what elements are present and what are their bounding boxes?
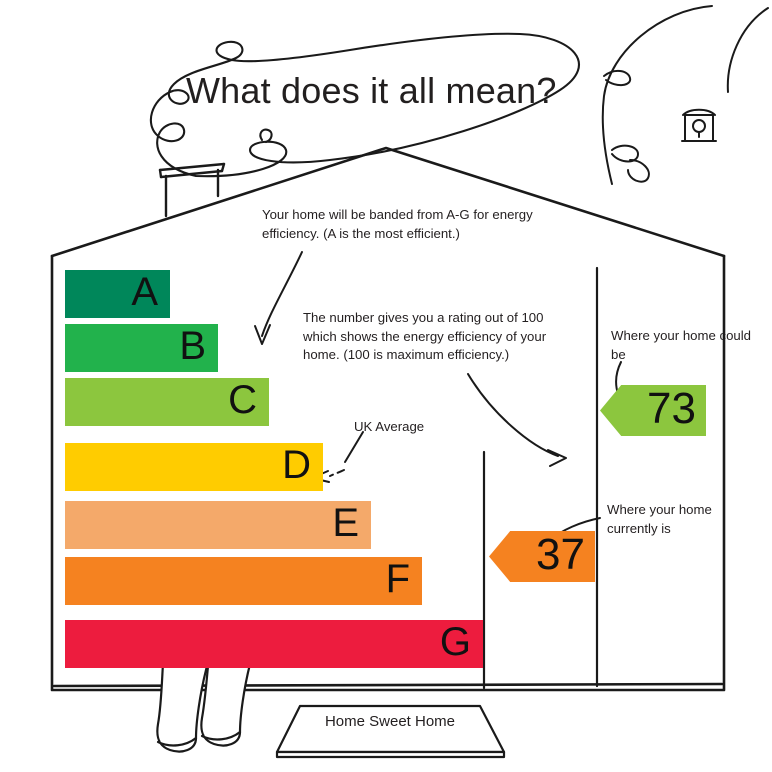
annotation-uk-average: UK Average <box>354 419 425 434</box>
smoke-swirl-icon <box>149 32 580 178</box>
vine-branch-decoration <box>601 5 769 185</box>
annotation-currently-is: Where your home currently is <box>607 502 712 536</box>
energy-band-bar: E <box>65 501 371 549</box>
lantern-icon <box>681 108 717 142</box>
annotation-rating-number: The number gives you a rating out of 100… <box>303 310 547 363</box>
energy-band-letter: D <box>282 443 311 487</box>
energy-band-bar: B <box>65 324 218 372</box>
energy-band-bar: C <box>65 378 269 426</box>
energy-band-bar: D <box>65 443 323 491</box>
annotation-could-be: Where your home could be <box>611 328 752 362</box>
energy-band-bar: A <box>65 270 170 318</box>
energy-band-bar: G <box>65 620 483 668</box>
energy-band-bar: F <box>65 557 422 605</box>
rating-arrow-shape <box>489 531 595 582</box>
doormat-icon <box>275 704 506 759</box>
rating-marker-potential: 73 <box>600 385 706 436</box>
rating-marker-current: 37 <box>489 531 595 582</box>
energy-band-letter: E <box>332 501 359 545</box>
energy-band-letter: G <box>439 620 471 664</box>
rating-value: 73 <box>647 383 696 433</box>
rating-value: 37 <box>536 529 585 579</box>
rating-arrow-shape <box>600 385 706 436</box>
roof-outline <box>50 146 726 258</box>
chart-divider-lines <box>482 266 599 690</box>
doormat-label: Home Sweet Home <box>324 713 456 730</box>
page-title: What does it all mean? <box>186 70 557 111</box>
annotation-banding: Your home will be banded from A-G for en… <box>262 207 533 241</box>
energy-band-letter: B <box>179 324 206 368</box>
energy-band-letter: A <box>131 270 158 314</box>
energy-band-letter: F <box>385 557 410 601</box>
energy-band-letter: C <box>228 378 257 422</box>
chimney-icon <box>158 162 226 218</box>
